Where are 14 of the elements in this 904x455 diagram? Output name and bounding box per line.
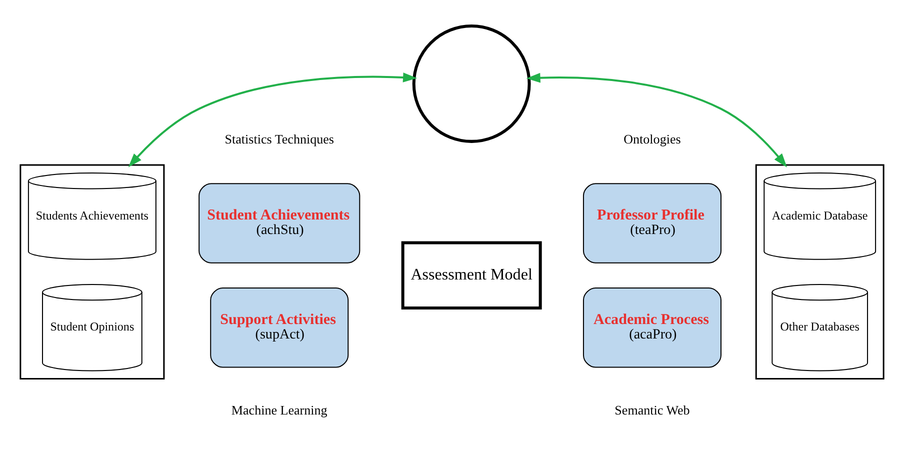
arrow [526, 72, 788, 168]
node-box: Academic Process (acaPro) [582, 287, 722, 368]
node-box: Support Activities (supAct) [210, 287, 349, 368]
cluster [20, 164, 165, 380]
node-circle [412, 24, 531, 143]
node-box: Student Achievements (achStu) [198, 183, 360, 264]
label: Ontologies [624, 131, 681, 146]
label: Statistics Techniques [224, 131, 334, 146]
label: Machine Learning [231, 402, 328, 418]
node-box: Professor Profile (teaPro) [582, 183, 722, 264]
cluster [755, 164, 884, 380]
arrow [128, 72, 418, 168]
node-box: Assessment Model [401, 241, 542, 310]
label: Semantic Web [614, 402, 690, 418]
